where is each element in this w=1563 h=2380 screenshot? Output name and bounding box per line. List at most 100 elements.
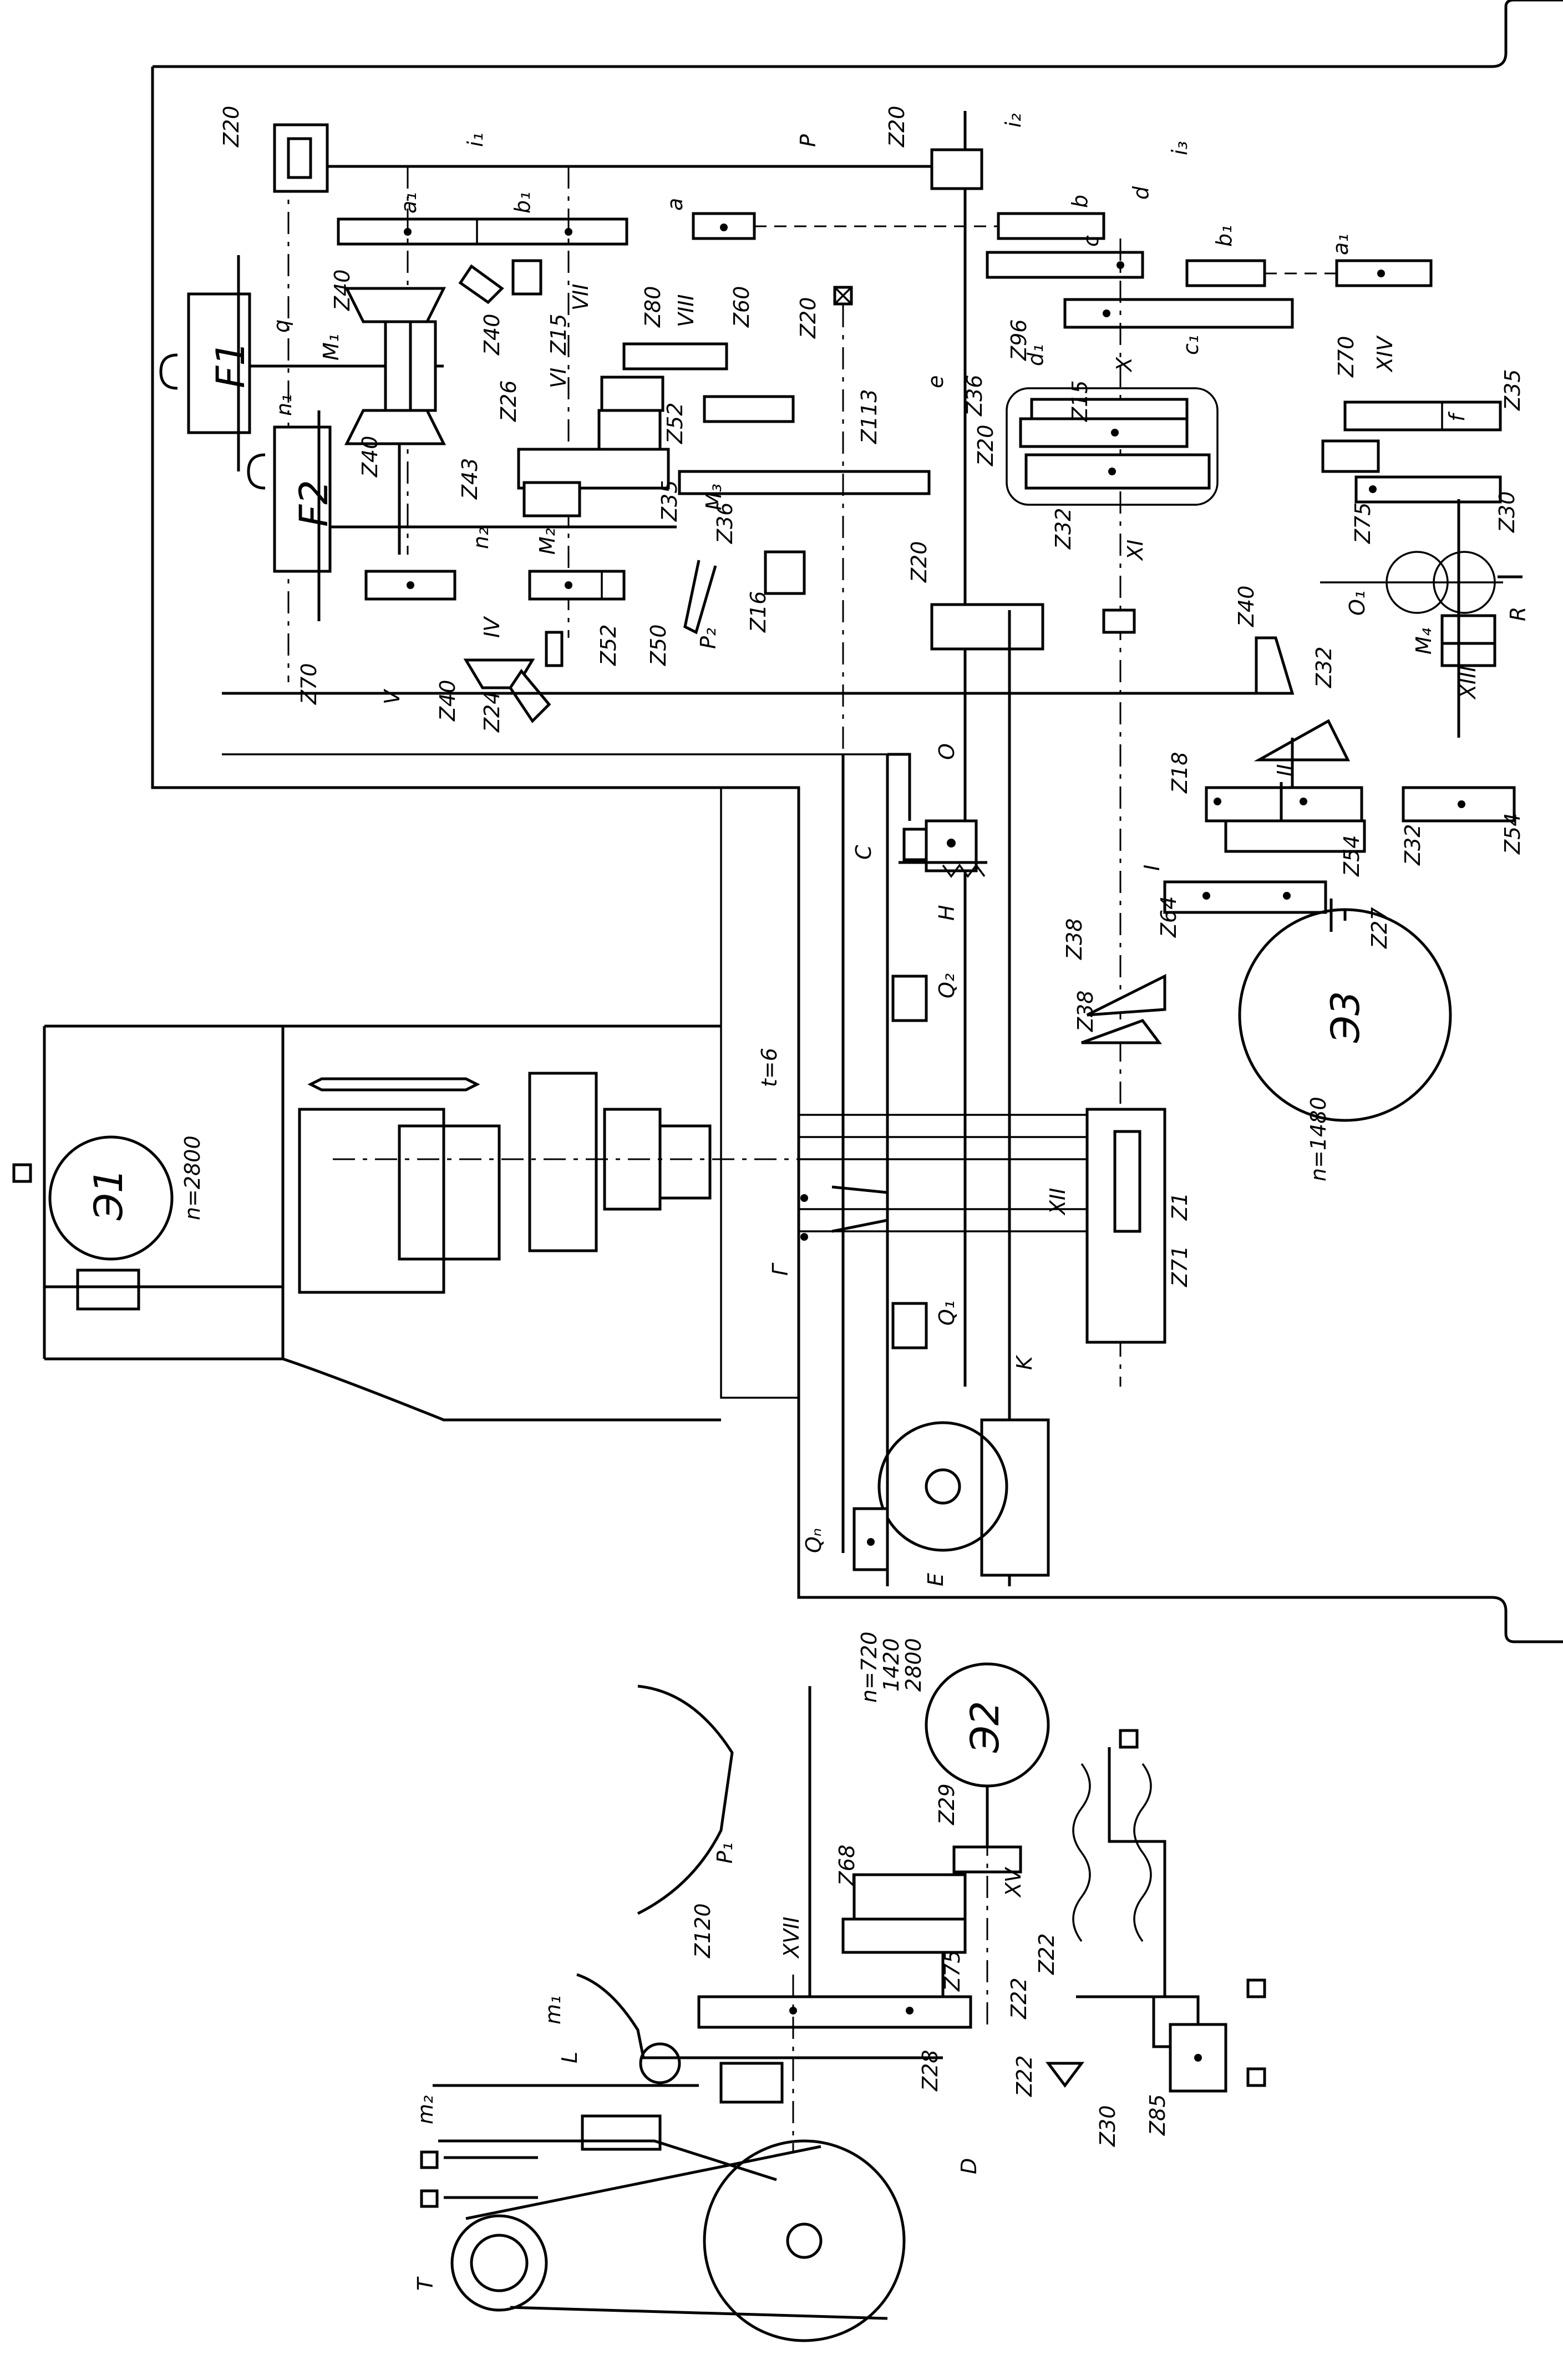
main-drive-gears [1163, 782, 1516, 1122]
label-VI: VI [546, 368, 571, 388]
label-XII: XII [1046, 1188, 1070, 1216]
label-z28: Z28 [918, 2050, 942, 2092]
label-z27: Z27 [1367, 907, 1392, 949]
label-z71: Z71 [1168, 1246, 1192, 1287]
label-T: T [413, 2276, 438, 2291]
label-z52-a: Z52 [663, 403, 687, 444]
label-V: V [380, 688, 404, 704]
label-d: d [1129, 186, 1153, 200]
label-VII: VII [569, 284, 593, 311]
label-q: q [269, 319, 293, 333]
label-z60: Z60 [729, 286, 754, 328]
label-m2: m₂ [413, 2095, 438, 2124]
label-z113: Z113 [857, 389, 881, 444]
label-c1: c₁ [1179, 335, 1203, 355]
label-P2: P₂ [696, 628, 720, 649]
label-n1420: 1420 [879, 1638, 904, 1692]
label-z54-b: Z54 [1500, 813, 1525, 855]
label-z35-b: Z35 [657, 480, 682, 522]
label-M2: M₂ [535, 528, 560, 555]
label-z96: Z96 [1007, 319, 1031, 361]
central-mechanism [799, 610, 1166, 1586]
label-z80: Z80 [641, 286, 665, 328]
label-m1: m₁ [541, 1996, 565, 2024]
label-z54-a: Z54 [1339, 835, 1364, 877]
label-M3: M₃ [702, 484, 726, 510]
label-z20-d: Z20 [973, 425, 998, 466]
label-z40-c: Z40 [358, 436, 382, 478]
label-z20-a: Z20 [219, 106, 243, 148]
label-z40-a: Z40 [330, 270, 354, 311]
label-XI: XI [1123, 540, 1148, 561]
label-n2: n₂ [469, 527, 493, 549]
label-H: H [935, 905, 959, 921]
label-z29: Z29 [935, 1784, 959, 1825]
label-E2: Э2 [962, 1701, 1008, 1753]
label-z15-b: Z15 [1068, 380, 1092, 422]
label-O1: O₁ [1345, 591, 1369, 616]
label-z40-e: Z40 [1234, 586, 1258, 627]
label-t6: t=6 [757, 1048, 782, 1087]
label-z85: Z85 [1145, 2094, 1170, 2136]
label-i3: i₃ [1168, 141, 1192, 155]
label-z30-a: Z30 [1495, 491, 1519, 533]
label-z120: Z120 [691, 1903, 715, 1958]
label-z36-b: Z36 [713, 503, 737, 544]
label-P1: P₁ [713, 1843, 737, 1864]
label-C: C [851, 845, 876, 860]
label-E3: Э3 [1323, 991, 1368, 1043]
label-M4: M₄ [1412, 628, 1436, 654]
label-P: P [796, 134, 820, 147]
bottom-drive [420, 1662, 1266, 2342]
label-z20-c: Z20 [796, 297, 820, 339]
label-Q2: Q₂ [935, 973, 959, 998]
label-z36-a: Z36 [962, 375, 987, 417]
label-E1: Э1 [86, 1169, 131, 1221]
label-G: Г [768, 1262, 793, 1276]
label-z70-a: Z70 [1334, 336, 1358, 378]
spindle-head [12, 1024, 799, 1422]
label-i2: i₂ [1001, 113, 1026, 128]
label-a-1: a₁ [1328, 234, 1353, 255]
label-E: E [923, 1573, 948, 1586]
label-M1: M₁ [319, 334, 343, 361]
label-z40-d: Z40 [435, 680, 460, 722]
label-z40-b: Z40 [480, 314, 504, 356]
label-z30-b: Z30 [1095, 2105, 1120, 2147]
label-z35-a: Z35 [1500, 369, 1525, 411]
label-F1: F1 [208, 341, 253, 388]
label-F2: F2 [291, 480, 337, 527]
label-e: e [923, 375, 948, 388]
feed-gearbox [159, 111, 1523, 1387]
label-z75-b: Z75 [940, 1950, 965, 1992]
label-R: R [1506, 607, 1530, 621]
label-z26: Z26 [496, 380, 521, 422]
label-b1: b₁ [510, 192, 535, 214]
label-n1: n₁ [272, 394, 296, 416]
label-b: b [1068, 195, 1092, 208]
label-X: X [1112, 357, 1136, 373]
label-z32-b: Z32 [1312, 647, 1336, 688]
label-n2800-a: n=2800 [180, 1135, 205, 1220]
label-z43: Z43 [458, 458, 482, 500]
label-II: II [1273, 764, 1297, 777]
label-IV: IV [480, 616, 504, 638]
label-Q1: Q₁ [935, 1301, 959, 1326]
label-z24: Z24 [480, 691, 504, 733]
label-VIII: VIII [674, 294, 698, 327]
label-a: a [663, 198, 687, 211]
label-a1: a₁ [397, 192, 421, 214]
label-n720: n=720 [857, 1632, 881, 1703]
label-z68: Z68 [835, 1845, 859, 1886]
label-z20-b: Z20 [885, 106, 909, 148]
label-D: D [957, 2158, 981, 2174]
label-z15-a: Z15 [546, 314, 571, 356]
label-K: K [1012, 1354, 1037, 1370]
label-c: c [1079, 235, 1103, 247]
label-XIII: XIII [1456, 666, 1480, 700]
label-Q: Qₙ [801, 1528, 826, 1553]
label-n1480: n=1480 [1306, 1097, 1331, 1181]
label-XV: XV [1001, 1866, 1026, 1898]
label-z50: Z50 [646, 625, 671, 666]
